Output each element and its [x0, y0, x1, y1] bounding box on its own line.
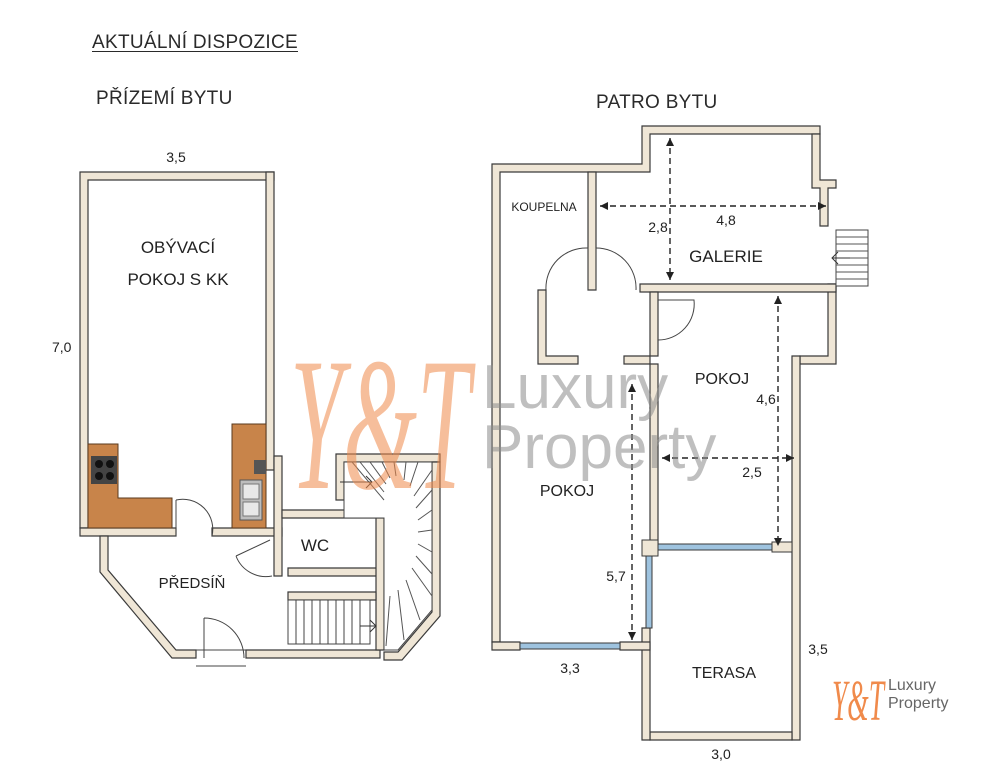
- dimension-lines: [600, 138, 826, 640]
- ground-length-dim: 7,0: [52, 339, 72, 355]
- hall-label: PŘEDSÍŇ: [159, 575, 226, 592]
- spiral-stair-icon: [335, 453, 441, 661]
- upper-floor-title: PATRO BYTU: [596, 92, 718, 113]
- living-room-wall-east: [265, 171, 275, 471]
- upper-stair-icon: [831, 229, 869, 287]
- room-right-width-dim: 2,5: [742, 464, 762, 480]
- living-room-label-line2: POKOJ S KK: [127, 270, 229, 289]
- room-right-depth-dim: 4,6: [756, 391, 776, 407]
- living-room-wall-south-right: [211, 527, 283, 537]
- cooktop-icon: [91, 456, 117, 484]
- door-swing-icon: [175, 498, 214, 537]
- room-left-label: POKOJ: [540, 483, 594, 500]
- gallery-label: GALERIE: [689, 247, 763, 266]
- ground-floor-title: PŘÍZEMÍ BYTU: [96, 88, 233, 109]
- gallery-wall-south: [639, 283, 837, 293]
- watermark: Y&T Luxury Property: [290, 320, 716, 530]
- wc-wall-south: [287, 567, 385, 577]
- upper-floor-plan: [491, 125, 869, 741]
- window-icon: [519, 642, 621, 650]
- terrace-width-dim: 3,0: [711, 746, 731, 762]
- terrace-wall-south: [649, 731, 793, 741]
- hall-wall-west: [99, 535, 197, 659]
- watermark-word-luxury: Luxury: [482, 353, 668, 422]
- room-right-label: POKOJ: [695, 371, 749, 388]
- upper-wall-east: [799, 283, 837, 365]
- ground-floor-plan: [79, 171, 441, 667]
- gallery-width-dim: 4,8: [716, 212, 736, 228]
- bathroom-label: KOUPELNA: [511, 200, 576, 214]
- upper-wall-north-east: [811, 133, 837, 227]
- room-left-depth-dim: 5,7: [606, 568, 626, 584]
- bathroom-door-icon: [545, 247, 589, 291]
- logo-word-property: Property: [888, 695, 948, 712]
- gallery-depth-dim: 2,8: [648, 219, 668, 235]
- terrace-label: TERASA: [692, 665, 756, 682]
- main-title: AKTUÁLNÍ DISPOZICE: [92, 32, 298, 53]
- wc-door-icon: [235, 539, 273, 578]
- terrace-wall-east: [791, 355, 801, 741]
- watermark-logo: Y&T: [290, 320, 476, 530]
- terrace-depth-dim: 3,5: [808, 641, 828, 657]
- room-left-width-dim: 3,3: [560, 660, 580, 676]
- entrance-door-icon: [203, 617, 245, 659]
- stair-wall: [375, 517, 385, 651]
- terrace-door-icon: [645, 555, 653, 629]
- wc-label: WC: [301, 536, 329, 555]
- hall-stair-icon: [287, 599, 371, 645]
- bathroom-wall-east: [587, 171, 597, 291]
- wc-wall-west: [273, 455, 283, 577]
- logo-mark: Y&T: [832, 668, 886, 733]
- logo-word-luxury: Luxury: [888, 677, 936, 694]
- living-room-label-line1: OBÝVACÍ: [141, 238, 216, 257]
- ground-width-dim: 3,5: [166, 149, 186, 165]
- living-room-wall-south-left: [79, 527, 177, 537]
- watermark-word-property: Property: [482, 413, 716, 482]
- room-door-icon: [657, 299, 695, 341]
- company-logo: Y&T Luxury Property: [832, 668, 948, 733]
- hall-wall-south: [245, 649, 381, 659]
